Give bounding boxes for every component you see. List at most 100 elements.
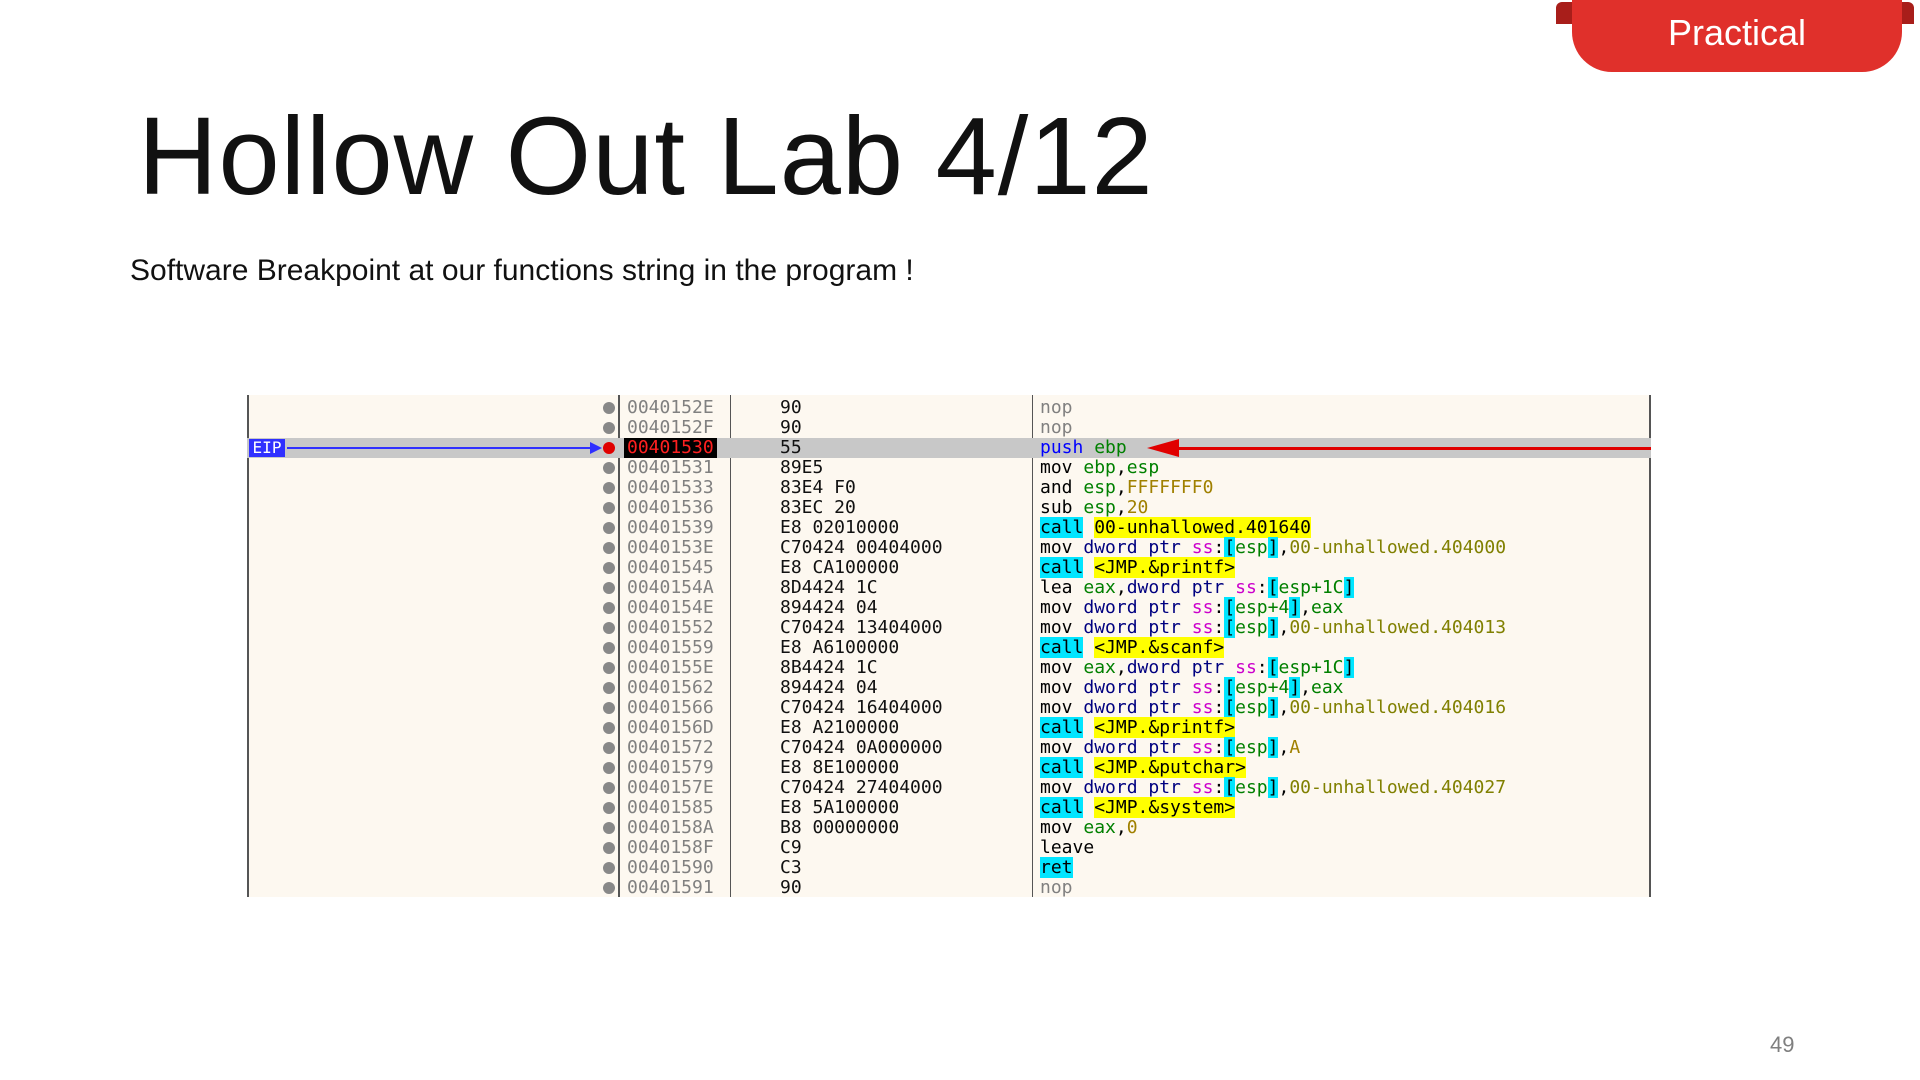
disasm-token: dword ptr	[1083, 697, 1181, 718]
instruction-address: 00401530	[624, 438, 717, 458]
breakpoint-dot-icon[interactable]	[603, 682, 615, 694]
breakpoint-dot-icon[interactable]	[603, 422, 615, 434]
breakpoint-dot-icon[interactable]	[603, 782, 615, 794]
instruction-address: 00401531	[627, 457, 714, 478]
disasm-token: esp	[1083, 477, 1116, 498]
breakpoint-dot-icon[interactable]	[603, 482, 615, 494]
breakpoint-dot-icon[interactable]	[603, 542, 615, 554]
breakpoint-dot-icon[interactable]	[603, 802, 615, 814]
disasm-token: ss	[1191, 537, 1214, 558]
instruction-bytes: C70424 0A000000	[780, 737, 943, 758]
disasm-token: :	[1213, 677, 1225, 698]
disasm-token: esp	[1235, 777, 1268, 798]
disasm-token	[1181, 737, 1192, 758]
disasm-token: :	[1213, 537, 1225, 558]
disasm-token: FFFFFFF0	[1126, 477, 1214, 498]
breakpoint-dot-icon[interactable]	[603, 562, 615, 574]
instruction-address: 00401591	[627, 877, 714, 898]
disasm-token: dword ptr	[1083, 597, 1181, 618]
disasm-token: ss	[1235, 657, 1257, 678]
breakpoint-dot-icon[interactable]	[603, 582, 615, 594]
breakpoint-dot-icon[interactable]	[603, 762, 615, 774]
breakpoint-dot-icon[interactable]	[603, 842, 615, 854]
breakpoint-dot-icon[interactable]	[603, 462, 615, 474]
column-divider-bytes	[730, 395, 731, 897]
disasm-token	[1073, 737, 1084, 758]
instruction-address: 0040152E	[627, 397, 714, 418]
disasm-token	[1083, 437, 1094, 458]
disasm-token: [	[1224, 617, 1236, 638]
instruction-disassembly: push ebp	[1040, 438, 1127, 458]
disasm-token: ebp	[1094, 437, 1127, 458]
disasm-token: mov	[1040, 737, 1073, 758]
instruction-address: 0040153E	[627, 537, 714, 558]
breakpoint-dot-icon[interactable]	[603, 402, 615, 414]
breakpoint-dot-icon[interactable]	[603, 522, 615, 534]
breakpoint-dot-icon[interactable]	[603, 722, 615, 734]
breakpoint-active-icon[interactable]	[603, 442, 615, 454]
instruction-bytes: 83E4 F0	[780, 477, 856, 498]
breakpoint-dot-icon[interactable]	[603, 742, 615, 754]
disasm-token: [	[1224, 677, 1236, 698]
disasm-token: 00-unhallowed.404013	[1289, 617, 1507, 638]
disasm-token: <JMP.&printf>	[1094, 717, 1236, 738]
instruction-disassembly: call 00-unhallowed.401640	[1040, 517, 1311, 538]
disasm-token	[1181, 597, 1192, 618]
instruction-bytes: E8 5A100000	[780, 797, 900, 818]
annotation-arrow-line	[1157, 447, 1651, 450]
disasm-token	[1073, 537, 1084, 558]
instruction-bytes: C70424 13404000	[780, 617, 943, 638]
breakpoint-dot-icon[interactable]	[603, 622, 615, 634]
breakpoint-dot-icon[interactable]	[603, 822, 615, 834]
annotation-arrow-head-icon	[1147, 439, 1179, 457]
breakpoint-dot-icon[interactable]	[603, 702, 615, 714]
breakpoint-dot-icon[interactable]	[603, 882, 615, 894]
disasm-token: :	[1213, 737, 1225, 758]
disasm-token: ss	[1191, 597, 1214, 618]
breakpoint-dot-icon[interactable]	[603, 862, 615, 874]
instruction-disassembly: nop	[1040, 418, 1073, 438]
disasm-token	[1073, 657, 1084, 678]
breakpoint-dot-icon[interactable]	[603, 502, 615, 514]
breakpoint-dot-icon[interactable]	[603, 642, 615, 654]
disasm-token: ]	[1267, 697, 1279, 718]
instruction-disassembly: mov eax,0	[1040, 818, 1138, 838]
breakpoint-dot-icon[interactable]	[603, 662, 615, 674]
slide-title: Hollow Out Lab 4/12	[138, 95, 1154, 218]
disasm-token	[1073, 777, 1084, 798]
instruction-address: 00401562	[627, 677, 714, 698]
instruction-disassembly: call <JMP.&printf>	[1040, 717, 1236, 738]
disasm-token: :	[1213, 697, 1225, 718]
instruction-address: 0040155E	[627, 657, 714, 678]
disasm-token: and	[1040, 477, 1073, 498]
breakpoint-dot-icon[interactable]	[603, 602, 615, 614]
instruction-bytes: E8 02010000	[780, 517, 900, 538]
disasm-token: mov	[1040, 597, 1073, 618]
